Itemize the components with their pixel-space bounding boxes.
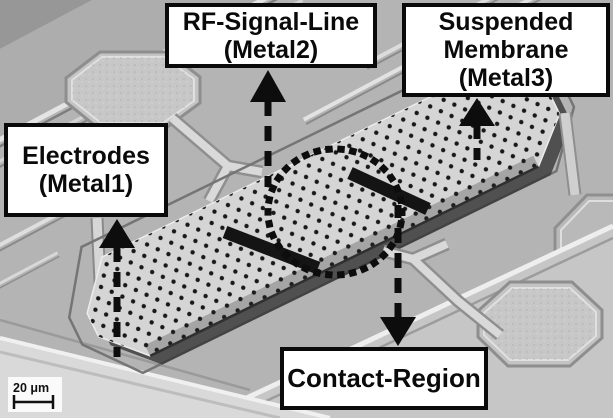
electrodes-arrow <box>99 219 135 357</box>
contact-slit-upper <box>347 167 431 215</box>
suspended-membrane-label: Suspended Membrane (Metal3) <box>402 3 610 97</box>
anchor-tether-right <box>558 112 582 196</box>
ridge-highlight <box>0 251 59 320</box>
label-line: Suspended <box>438 8 574 36</box>
membrane-perforations <box>87 67 560 356</box>
rf-feed-fork-left <box>167 113 264 205</box>
octagon-pad-upper-left <box>64 50 202 130</box>
contact-slit-lower <box>222 225 321 275</box>
contact-region-label: Contact-Region <box>280 347 488 410</box>
label-line: Membrane <box>443 36 569 64</box>
rf-signal-line-arrow <box>250 70 286 187</box>
octagon-pad-bottom-right <box>476 280 604 368</box>
contact-region-highlight-circle <box>264 145 406 279</box>
label-line: (Metal3) <box>458 64 554 92</box>
membrane-edge-shading <box>144 155 539 356</box>
suspended-membrane-arrow <box>459 98 495 160</box>
scale-bar: 20 μm <box>8 377 62 412</box>
scale-bar-text: 20 μm <box>13 381 49 395</box>
membrane-lower-edge <box>149 165 540 358</box>
label-line: Electrodes <box>22 142 150 170</box>
ground-line-bottom-left <box>0 318 331 418</box>
rf-signal-line-label: RF-Signal-Line (Metal2) <box>165 3 377 68</box>
contact-region-arrow <box>380 205 416 346</box>
suspended-membrane <box>67 44 576 375</box>
upper-left-plane <box>0 0 546 207</box>
label-line: Contact-Region <box>287 362 481 393</box>
label-line: RF-Signal-Line <box>182 7 360 36</box>
release-gap-outline <box>67 44 576 375</box>
ridge-groove <box>0 255 60 323</box>
label-line: (Metal2) <box>223 35 319 64</box>
label-line: (Metal1) <box>38 170 134 198</box>
electrodes-label: Electrodes (Metal1) <box>4 123 168 217</box>
annotation-arrows <box>99 70 495 357</box>
